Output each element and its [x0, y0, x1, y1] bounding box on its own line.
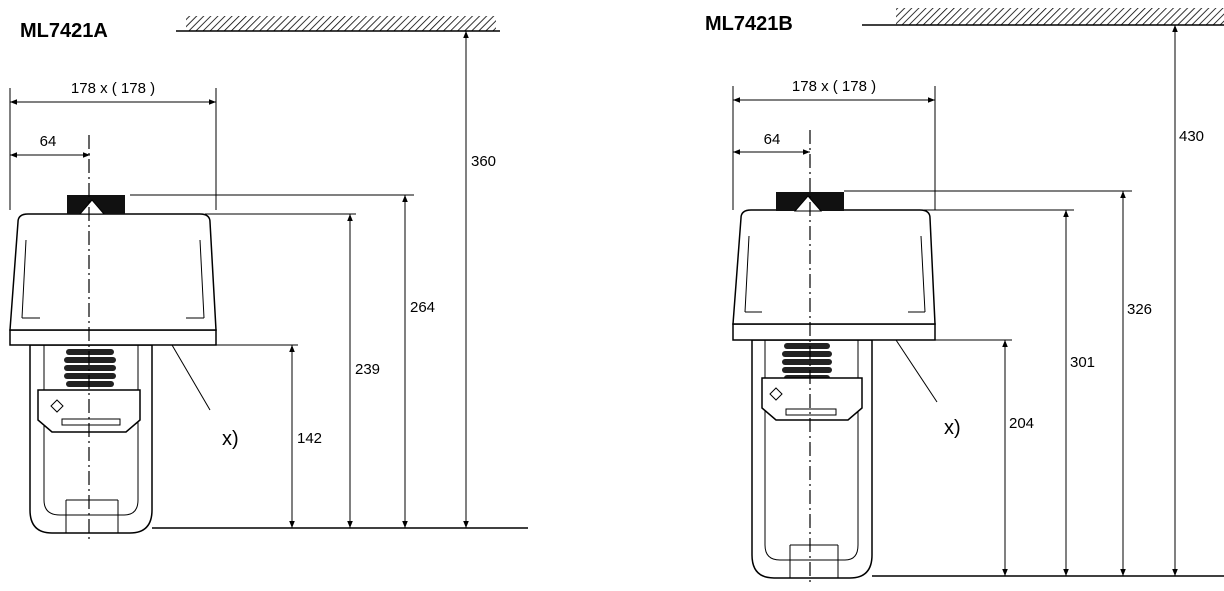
note-leader: x) [895, 339, 961, 439]
ml7421b-drawing: ML7421B 178 x ( 178 ) 64 [705, 8, 1224, 585]
actuator-body [9, 135, 217, 540]
width-dimension: 178 x ( 178 ) [732, 78, 936, 210]
base-height-label: 204 [1009, 415, 1034, 432]
top-height-label: 326 [1127, 301, 1152, 318]
height-dimensions: 204 301 326 430 [844, 25, 1204, 576]
offset-dimension: 64 [10, 133, 90, 158]
ml7421b-title: ML7421B [705, 13, 793, 35]
ceiling-hatch [176, 16, 500, 32]
ml7421a-title: ML7421A [20, 20, 108, 42]
bellows [782, 343, 832, 381]
height-dimensions: 142 239 264 360 [130, 31, 496, 528]
actuator-body [732, 130, 936, 585]
width-dimension: 178 x ( 178 ) [9, 80, 217, 210]
offset-dimension: 64 [733, 131, 810, 155]
base-height-label: 142 [297, 430, 322, 447]
overall-height-label: 430 [1179, 128, 1204, 145]
offset-label: 64 [764, 131, 781, 148]
overall-height-label: 360 [471, 153, 496, 170]
offset-label: 64 [40, 133, 57, 150]
ml7421a-drawing: ML7421A 178 x ( 178 ) 64 [9, 16, 528, 540]
cover-height-label: 301 [1070, 354, 1095, 371]
bellows [64, 349, 116, 387]
top-height-label: 264 [410, 299, 435, 316]
cover-height-label: 239 [355, 361, 380, 378]
note-label: x) [222, 428, 239, 450]
note-label: x) [944, 417, 961, 439]
ceiling-hatch [862, 8, 1224, 26]
width-label: 178 x ( 178 ) [71, 80, 155, 97]
width-label: 178 x ( 178 ) [792, 78, 876, 95]
note-leader: x) [171, 344, 239, 450]
